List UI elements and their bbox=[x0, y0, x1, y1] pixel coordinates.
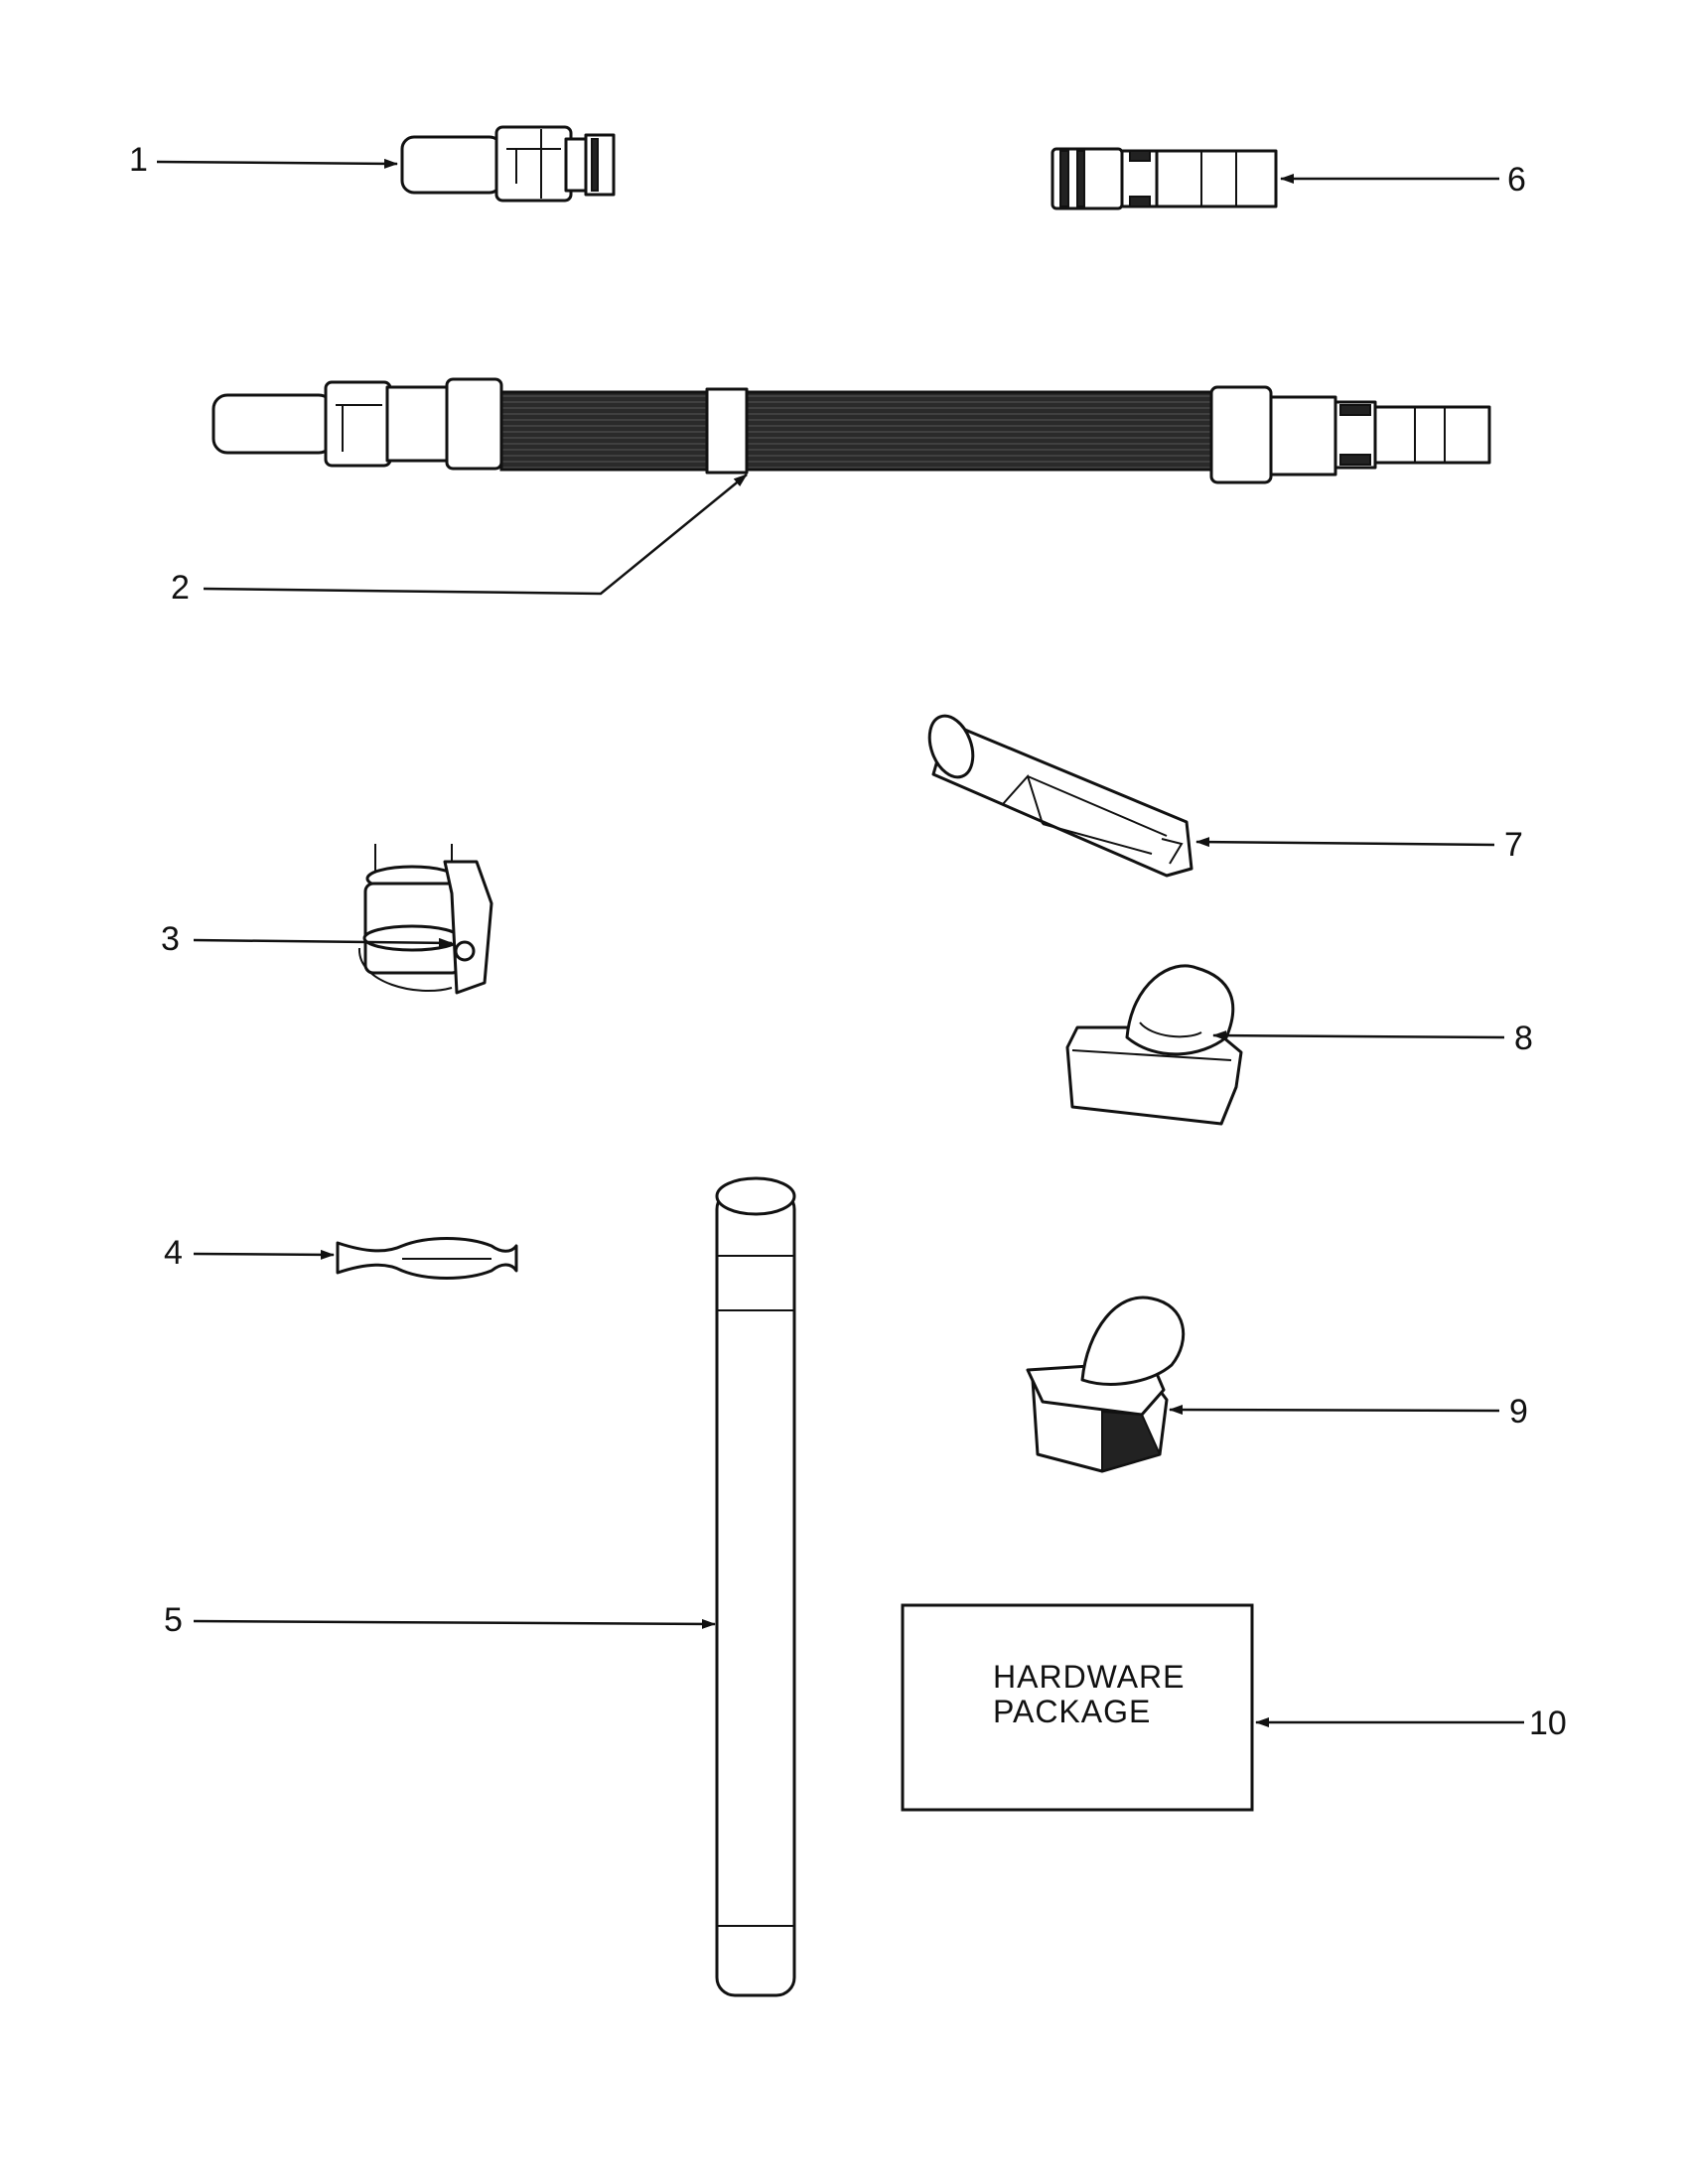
part-9-stair-tool bbox=[1026, 1296, 1186, 1473]
callout-1: 1 bbox=[129, 141, 398, 179]
callout-8-number: 8 bbox=[1514, 1020, 1533, 1057]
callout-8: 8 bbox=[1212, 1020, 1533, 1057]
callout-5-number: 5 bbox=[164, 1601, 183, 1639]
callout-7: 7 bbox=[1195, 826, 1523, 864]
callout-2-number: 2 bbox=[171, 569, 190, 607]
part-8-upholstery-tool bbox=[1065, 964, 1243, 1126]
callout-5-leader bbox=[193, 1618, 716, 1629]
callout-8-leader bbox=[1212, 1030, 1505, 1041]
callout-3-leader bbox=[193, 937, 453, 948]
callout-10-number: 10 bbox=[1529, 1705, 1567, 1742]
callout-4: 4 bbox=[164, 1234, 335, 1272]
part-2-hose-assembly bbox=[211, 377, 1491, 484]
callout-1-number: 1 bbox=[129, 141, 148, 179]
callout-9-leader bbox=[1169, 1405, 1500, 1416]
callout-9-number: 9 bbox=[1509, 1393, 1528, 1431]
part-10-hardware-package: HARDWARE PACKAGE bbox=[901, 1603, 1254, 1812]
part-6-adapter bbox=[1051, 147, 1278, 210]
callout-3-number: 3 bbox=[161, 920, 180, 958]
part-5-wand-tube bbox=[715, 1176, 796, 1997]
hardware-box-line2: PACKAGE bbox=[993, 1694, 1151, 1729]
callout-6-number: 6 bbox=[1507, 161, 1526, 199]
part-4-band bbox=[336, 1237, 518, 1280]
callout-2: 2 bbox=[171, 474, 748, 607]
callout-4-leader bbox=[193, 1249, 335, 1260]
callout-3: 3 bbox=[161, 920, 453, 958]
part-3-clip bbox=[357, 844, 493, 995]
callout-5: 5 bbox=[164, 1601, 716, 1639]
part-7-crevice-tool bbox=[927, 714, 1193, 878]
callout-1-leader bbox=[156, 158, 398, 169]
callout-7-number: 7 bbox=[1504, 826, 1523, 864]
callout-4-number: 4 bbox=[164, 1234, 183, 1272]
hardware-box-line1: HARDWARE bbox=[993, 1659, 1185, 1695]
callout-10: 10 bbox=[1255, 1705, 1567, 1742]
callout-6: 6 bbox=[1280, 161, 1526, 199]
part-1-connector bbox=[400, 125, 616, 203]
callout-7-leader bbox=[1195, 837, 1495, 848]
callout-2-leader bbox=[203, 474, 748, 596]
callout-9: 9 bbox=[1169, 1393, 1528, 1431]
